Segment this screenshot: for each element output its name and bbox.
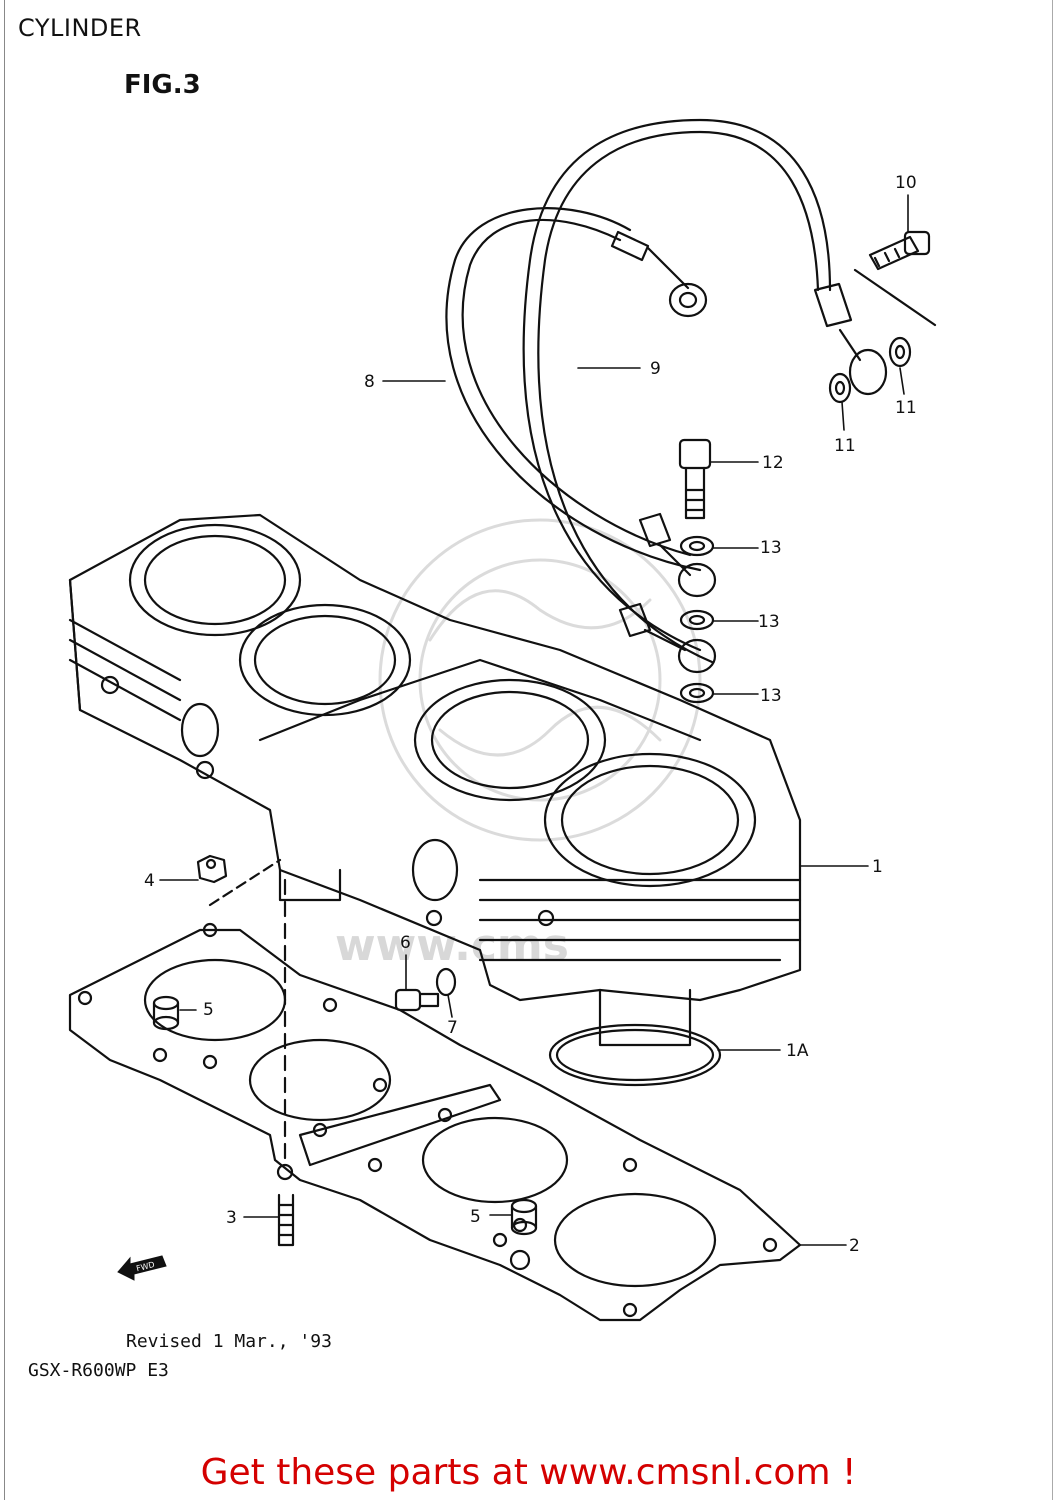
o-ring-1a xyxy=(548,1023,722,1087)
callout-1a: 1A xyxy=(786,1041,809,1061)
callout-10: 10 xyxy=(895,173,917,193)
dowel-5b xyxy=(510,1198,538,1236)
fwd-arrow-icon: FWD xyxy=(117,1255,167,1281)
callout-9: 9 xyxy=(650,359,661,379)
callout-7: 7 xyxy=(447,1018,458,1038)
cylinder-block-1 xyxy=(68,513,802,1047)
svg-text:FWD: FWD xyxy=(135,1260,155,1273)
nut-4 xyxy=(196,854,228,884)
watermark-logo xyxy=(378,518,702,842)
callout-12: 12 xyxy=(762,453,784,473)
figure-label: FIG.3 xyxy=(124,70,201,100)
left-border xyxy=(4,0,5,1500)
oil-hose-9 xyxy=(522,118,888,674)
right-border xyxy=(1052,0,1053,1500)
callout-11b: 11 xyxy=(895,398,917,418)
callout-5a: 5 xyxy=(203,1000,214,1020)
callout-1: 1 xyxy=(872,857,883,877)
revision-note: Revised 1 Mar., '93 xyxy=(126,1331,332,1352)
washer-13c xyxy=(679,682,715,704)
callout-11a: 11 xyxy=(834,436,856,456)
callout-13c: 13 xyxy=(760,686,782,706)
page-title: CYLINDER xyxy=(18,14,142,42)
callout-2: 2 xyxy=(849,1236,860,1256)
union-bolt-12 xyxy=(678,438,712,520)
callout-8: 8 xyxy=(364,372,375,392)
stud-bolt-3 xyxy=(277,1193,295,1247)
callout-4: 4 xyxy=(144,871,155,891)
washer-11b xyxy=(888,336,912,368)
callout-6: 6 xyxy=(400,933,411,953)
dowel-5a xyxy=(152,995,180,1031)
cta-link[interactable]: Get these parts at www.cmsnl.com ! xyxy=(200,1452,857,1493)
callout-3: 3 xyxy=(226,1208,237,1228)
callout-13a: 13 xyxy=(760,538,782,558)
washer-13b xyxy=(679,609,715,631)
drain-bolt-6 xyxy=(394,988,440,1012)
callout-13b: 13 xyxy=(758,612,780,632)
washer-13a xyxy=(679,535,715,557)
washer-11a xyxy=(828,372,852,404)
model-code: GSX-R600WP E3 xyxy=(28,1360,169,1381)
oil-hose-8 xyxy=(445,207,717,598)
washer-7 xyxy=(435,967,457,997)
gasket-2 xyxy=(68,922,802,1322)
watermark-text: www.cms xyxy=(335,920,569,971)
union-bolt-10 xyxy=(853,230,937,327)
callout-5b: 5 xyxy=(470,1207,481,1227)
